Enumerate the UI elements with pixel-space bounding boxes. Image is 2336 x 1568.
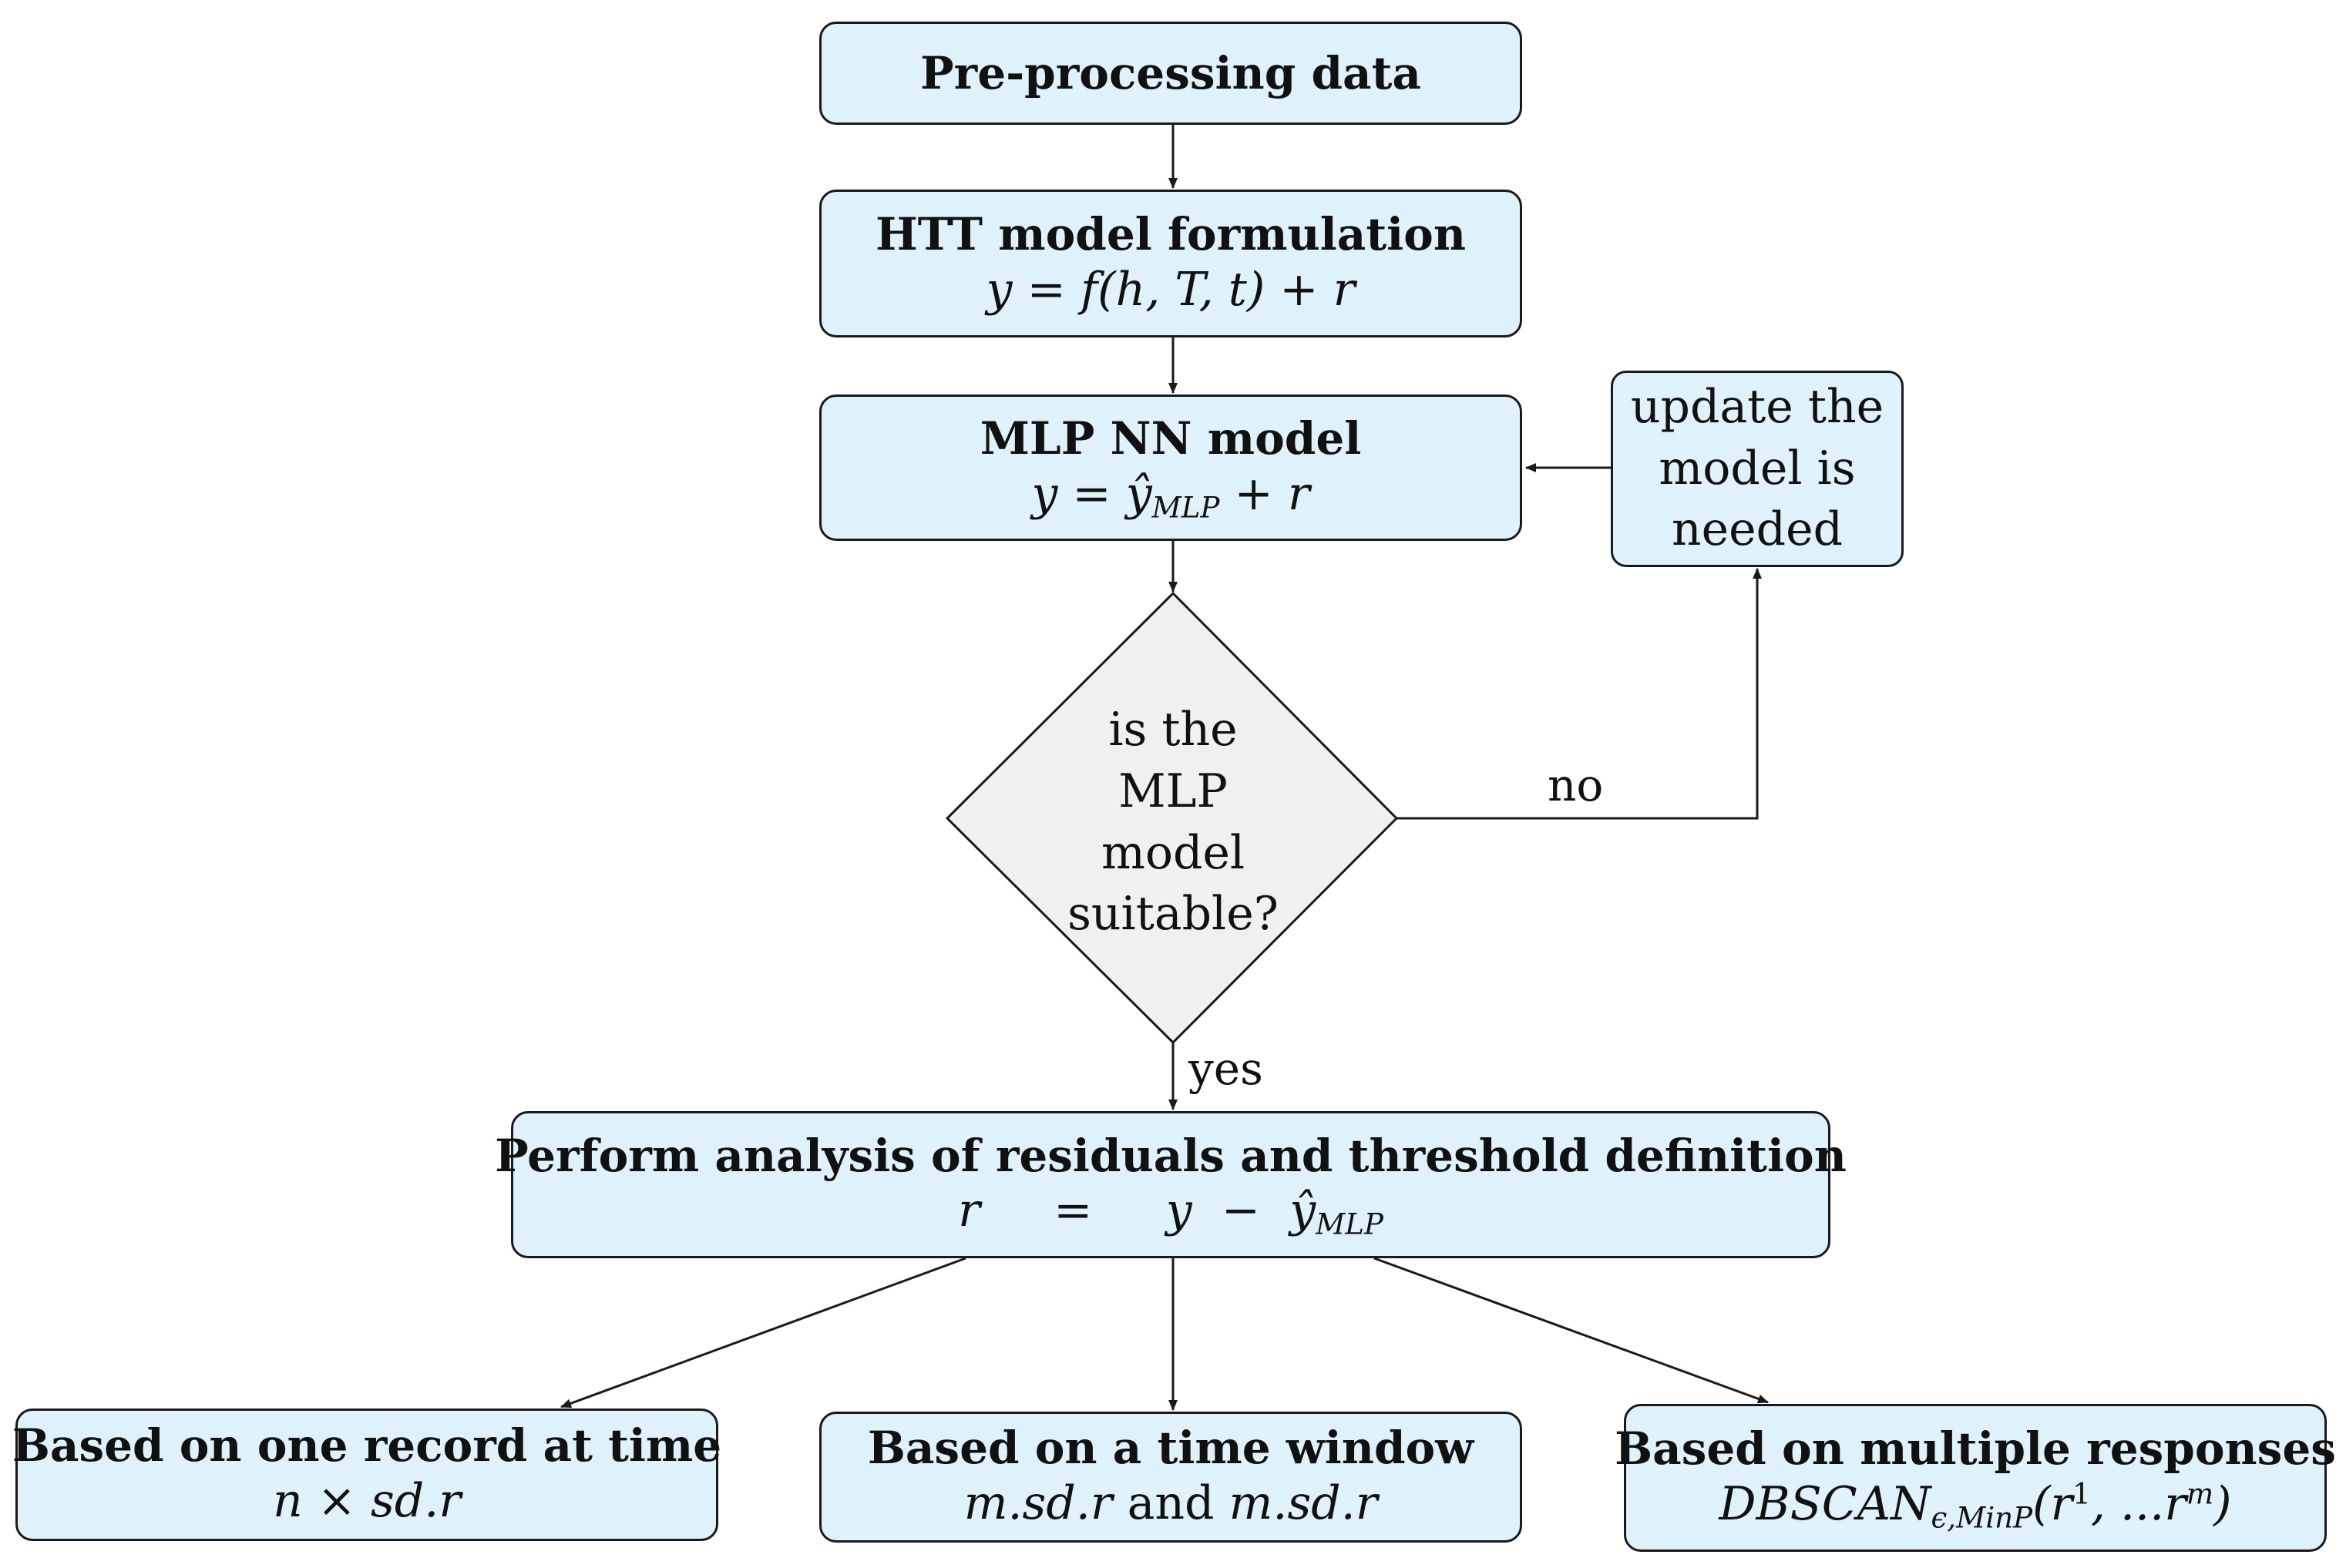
- dbscan-name: DBSCAN: [1719, 1476, 1931, 1531]
- dbscan-params: ϵ,MinP: [1931, 1500, 2033, 1535]
- residuals-formula: r = y − ŷMLP: [958, 1182, 1383, 1240]
- mlp-formula-left: y = ŷ: [1031, 466, 1152, 521]
- mlp-model-box: MLP NN model y = ŷMLP + r: [819, 395, 1522, 541]
- arrow-decision-no-to-update: [1397, 568, 1762, 820]
- mlp-model-formula: y = ŷMLP + r: [1031, 465, 1309, 523]
- time-window-formula-b: m.sd.r: [1229, 1476, 1378, 1530]
- residuals-formula-subscript: MLP: [1316, 1207, 1383, 1241]
- arrow-residuals-to-one-record: [560, 1257, 966, 1409]
- one-record-formula: n × sd.r: [272, 1473, 461, 1528]
- arrow-residuals-to-multiple: [1373, 1257, 1769, 1404]
- decision-line-2: MLP: [1118, 764, 1228, 818]
- mlp-model-title: MLP NN model: [980, 412, 1362, 465]
- update-line-1: update the: [1630, 379, 1884, 434]
- preprocess-title: Pre-processing data: [920, 46, 1421, 99]
- decision-text: is the MLP model suitable?: [1019, 700, 1327, 945]
- htt-model-box: HTT model formulation y = f(h, T, t) + r: [819, 190, 1522, 337]
- edge-label-no: no: [1548, 759, 1604, 811]
- multiple-responses-box: Based on multiple responses DBSCANϵ,MinP…: [1615, 1404, 2336, 1552]
- one-record-title: Based on one record at time: [12, 1419, 722, 1472]
- update-line-2: model is: [1659, 441, 1856, 495]
- decision-line-3: model: [1101, 825, 1245, 880]
- one-record-box: Based on one record at time n × sd.r: [12, 1409, 722, 1541]
- decision-line-4: suitable?: [1067, 887, 1279, 942]
- time-window-box: Based on a time window m.sd.r and m.sd.r: [819, 1412, 1522, 1543]
- dbscan-mid: , ...r: [2090, 1476, 2186, 1531]
- multiple-responses-title: Based on multiple responses: [1615, 1422, 2336, 1476]
- residuals-formula-left: r = y − ŷ: [958, 1184, 1316, 1238]
- dbscan-sup-1: 1: [2072, 1476, 2091, 1511]
- edge-label-yes: yes: [1188, 1043, 1263, 1095]
- residuals-box: Perform analysis of residuals and thresh…: [495, 1111, 1847, 1258]
- mlp-formula-right: + r: [1219, 466, 1310, 521]
- decision-line-1: is the: [1108, 703, 1238, 757]
- htt-model-formula: y = f(h, T, t) + r: [986, 262, 1356, 317]
- mlp-formula-subscript: MLP: [1151, 490, 1220, 525]
- update-model-box: update the model is needed: [1611, 371, 1904, 567]
- htt-model-title: HTT model formulation: [875, 208, 1466, 261]
- residuals-title: Perform analysis of residuals and thresh…: [495, 1129, 1847, 1182]
- time-window-formula-and: and: [1112, 1476, 1229, 1530]
- time-window-formula-a: m.sd.r: [963, 1476, 1113, 1530]
- time-window-title: Based on a time window: [867, 1422, 1474, 1475]
- preprocess-box: Pre-processing data: [819, 22, 1522, 125]
- multiple-responses-formula: DBSCANϵ,MinP(r1, ...rm): [1719, 1476, 2231, 1533]
- dbscan-close: ): [2213, 1476, 2232, 1531]
- time-window-formula: m.sd.r and m.sd.r: [964, 1475, 1378, 1533]
- update-line-3: needed: [1672, 502, 1843, 557]
- dbscan-sup-m: m: [2186, 1476, 2214, 1511]
- dbscan-open: (r: [2032, 1476, 2073, 1531]
